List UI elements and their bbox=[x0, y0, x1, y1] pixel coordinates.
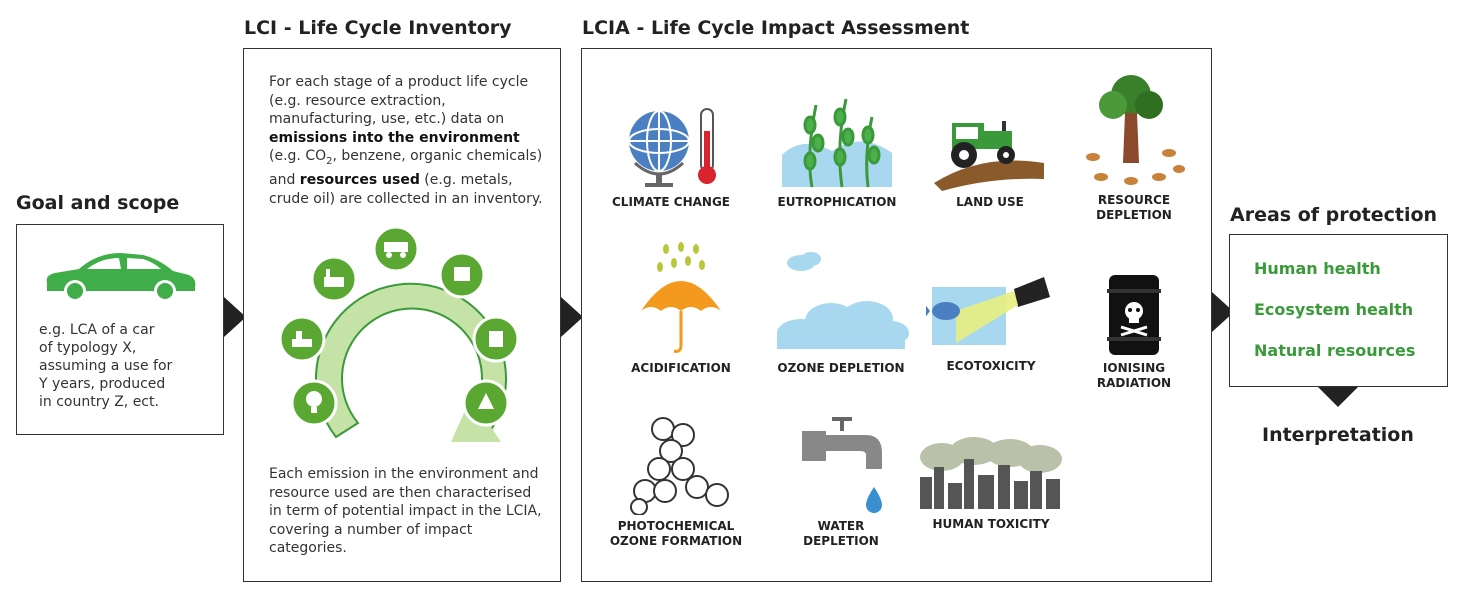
umbrella-rain-icon bbox=[641, 242, 721, 353]
toxic-barrel-icon bbox=[1107, 275, 1161, 355]
lci-box: For each stage of a product life cycle (… bbox=[243, 48, 561, 582]
category-label: ACIDIFICATION bbox=[631, 361, 731, 375]
category-label: WATER DEPLETION bbox=[803, 519, 879, 548]
lci-intro-text: For each stage of a product life cycle (… bbox=[269, 74, 543, 207]
goal-scope-text: e.g. LCA of a car of typology X, assumin… bbox=[39, 322, 173, 410]
arrow-aop-to-interpretation bbox=[1318, 387, 1358, 407]
lci-title: LCI - Life Cycle Inventory bbox=[244, 17, 512, 39]
category-label: HUMAN TOXICITY bbox=[932, 517, 1050, 531]
category-label: PHOTOCHEMICAL OZONE FORMATION bbox=[609, 519, 743, 548]
life-cycle-loop-icon bbox=[278, 227, 520, 442]
category-label: OZONE DEPLETION bbox=[777, 361, 905, 375]
goal-scope-box: e.g. LCA of a car of typology X, assumin… bbox=[16, 224, 224, 435]
category-photochemical-ozone-formation: PHOTOCHEMICAL OZONE FORMATION bbox=[596, 415, 756, 549]
aop-item-human-health: Human health bbox=[1254, 259, 1381, 278]
aop-box: Human health Ecosystem health Natural re… bbox=[1229, 234, 1448, 387]
aop-item-ecosystem-health: Ecosystem health bbox=[1254, 300, 1414, 319]
lcia-box: CLIMATE CHANGE EUTROPHICATION LAND bbox=[581, 48, 1212, 582]
smog-city-icon bbox=[920, 437, 1062, 509]
lcia-title: LCIA - Life Cycle Impact Assessment bbox=[582, 17, 970, 39]
arrow-lci-to-lcia bbox=[561, 297, 583, 337]
globe-thermometer-icon bbox=[628, 108, 716, 187]
category-label: EUTROPHICATION bbox=[777, 195, 897, 209]
pollution-pipe-fish-icon bbox=[926, 277, 1050, 345]
aop-item-natural-resources: Natural resources bbox=[1254, 341, 1416, 360]
category-eutrophication: EUTROPHICATION bbox=[752, 95, 922, 210]
aop-title: Areas of protection bbox=[1230, 204, 1438, 226]
category-label: IONISING RADIATION bbox=[1096, 361, 1172, 390]
arrow-goal-to-lci bbox=[224, 297, 246, 337]
category-ecotoxicity: ECOTOXICITY bbox=[916, 267, 1066, 374]
interpretation-label: Interpretation bbox=[1262, 424, 1414, 446]
category-resource-depletion: RESOURCE DEPLETION bbox=[1064, 73, 1204, 223]
category-land-use: LAND USE bbox=[920, 103, 1060, 210]
tree-stumps-icon bbox=[1086, 75, 1185, 185]
category-acidification: ACIDIFICATION bbox=[606, 241, 756, 376]
lci-outro-text: Each emission in the environment and res… bbox=[269, 466, 542, 556]
car-icon bbox=[46, 253, 196, 302]
category-label: LAND USE bbox=[956, 195, 1024, 209]
goal-scope-title: Goal and scope bbox=[16, 192, 180, 214]
arrow-lcia-to-aop bbox=[1212, 292, 1234, 332]
algae-icon bbox=[782, 98, 892, 188]
category-ionising-radiation: IONISING RADIATION bbox=[1064, 271, 1204, 391]
category-ozone-depletion: OZONE DEPLETION bbox=[766, 249, 916, 376]
category-climate-change: CLIMATE CHANGE bbox=[596, 101, 746, 210]
category-label: ECOTOXICITY bbox=[946, 359, 1036, 373]
category-water-depletion: WATER DEPLETION bbox=[766, 415, 916, 549]
tractor-icon bbox=[934, 121, 1044, 191]
category-label: RESOURCE DEPLETION bbox=[1096, 193, 1172, 222]
molecule-icon bbox=[630, 417, 729, 515]
faucet-drop-icon bbox=[802, 417, 882, 513]
clouds-icon bbox=[777, 252, 909, 349]
category-label: CLIMATE CHANGE bbox=[611, 195, 730, 209]
category-human-toxicity: HUMAN TOXICITY bbox=[916, 437, 1066, 532]
